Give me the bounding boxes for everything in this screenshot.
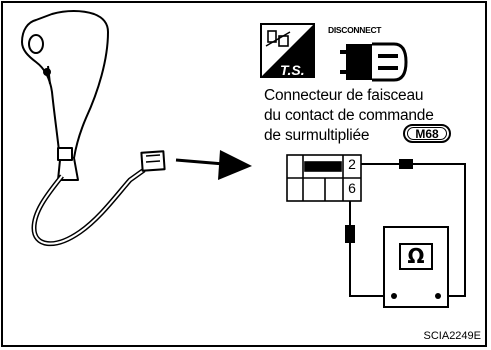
disconnect-connector-icon [340, 42, 408, 82]
ohmmeter-icon [383, 226, 449, 308]
connector-description: Connecteur de faisceau du contact de com… [264, 86, 491, 146]
shift-lever-icon [21, 10, 166, 247]
harness-connector [286, 154, 362, 202]
connector-code: M68 [407, 127, 447, 141]
description-line-1: Connecteur de faisceau [264, 87, 424, 104]
figure-code: SCIA2249E [423, 330, 481, 342]
test-symbol-icon [260, 23, 315, 78]
description-line-3: de surmultipliée [264, 127, 370, 144]
pin-number-top: 2 [348, 156, 356, 172]
pin-number-bottom: 6 [348, 180, 356, 196]
figure-border [1, 1, 487, 347]
connector-code-badge: M68 [403, 124, 451, 143]
ts-badge-label: T.S. [280, 62, 305, 78]
disconnect-label: DISCONNECT [328, 25, 382, 35]
description-line-2: du contact de commande [264, 107, 434, 124]
ohm-symbol: Ω [399, 243, 433, 270]
meter-leads [345, 159, 466, 297]
arrow-right-icon [175, 150, 252, 180]
